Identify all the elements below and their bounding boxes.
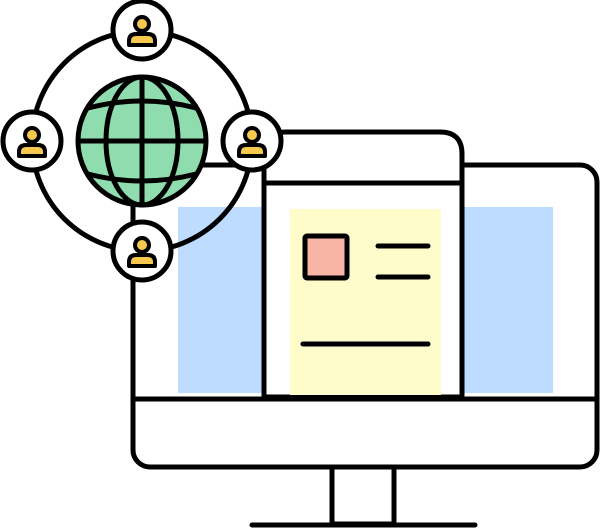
smartphone-icon xyxy=(261,129,465,400)
user-node-left xyxy=(0,109,64,173)
user-nodes xyxy=(0,0,284,283)
globe-parallel-north xyxy=(87,98,197,111)
globe-parallel-south xyxy=(87,171,197,184)
user-node-top xyxy=(110,0,174,62)
user-icon xyxy=(237,126,267,158)
user-node-right xyxy=(220,109,284,173)
globe-icon xyxy=(75,74,209,208)
user-icon xyxy=(127,236,157,268)
user-icon xyxy=(17,126,47,158)
monitor-neck xyxy=(329,463,397,527)
user-node-bottom xyxy=(110,219,174,283)
image-placeholder-icon xyxy=(302,233,350,281)
user-icon xyxy=(127,15,157,47)
